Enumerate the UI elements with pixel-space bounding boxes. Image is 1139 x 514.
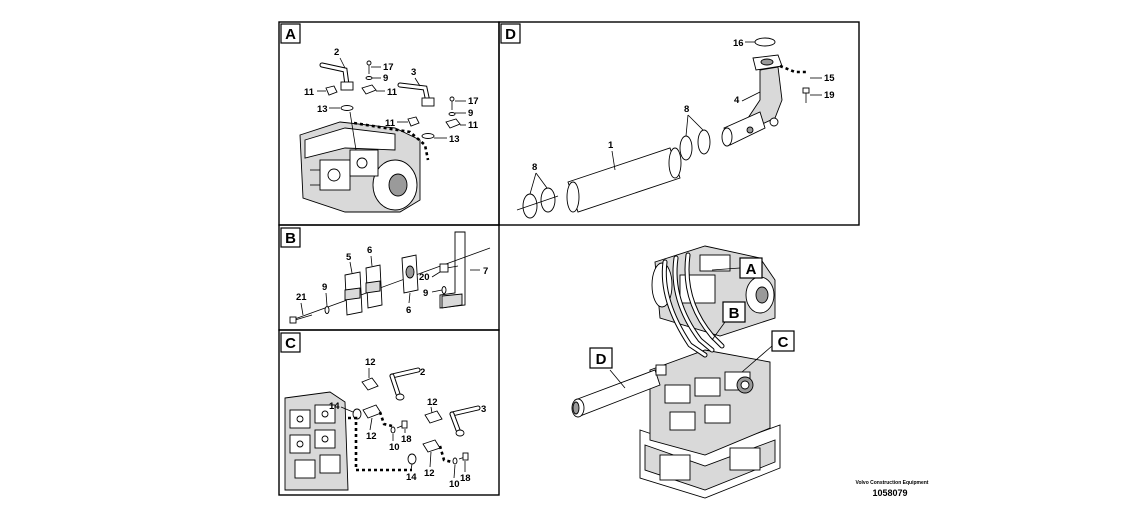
panel-b-letter: B (285, 230, 296, 247)
panel-b: B 7 5 6 6 20 9 21 (278, 224, 500, 331)
panel-d: D 16 4 15 19 8 1 (498, 21, 860, 226)
callout: 12 (424, 468, 435, 479)
callout: 12 (427, 397, 438, 408)
panel-c: C 12 2 14 12 (278, 329, 500, 496)
callout: 6 (406, 305, 411, 316)
callout: 9 (423, 288, 428, 299)
callout: 19 (824, 90, 835, 101)
callout: 17 (468, 96, 479, 107)
callout: 18 (460, 473, 471, 484)
callout: 21 (296, 292, 307, 303)
callout: 9 (322, 282, 327, 293)
company-name: Volvo Construction Equipment (856, 480, 929, 486)
callout: 16 (733, 38, 744, 49)
pump-illustration (299, 121, 421, 213)
callout: 12 (365, 357, 376, 368)
callout: 4 (734, 95, 740, 106)
callout: 20 (419, 272, 430, 283)
document-number: 1058079 (872, 488, 907, 498)
callout: 12 (366, 431, 377, 442)
callout: 13 (317, 104, 328, 115)
callout: 11 (387, 87, 398, 98)
callout: 5 (346, 252, 352, 263)
overview-label-c: C (771, 330, 795, 352)
callout: 13 (449, 134, 460, 145)
callout: 17 (383, 62, 394, 73)
callout: 9 (468, 108, 473, 119)
callout: 14 (406, 472, 417, 483)
svg-text:D: D (596, 351, 607, 368)
panel-d-letter: D (505, 26, 516, 43)
callout: 11 (304, 87, 315, 98)
callout: 3 (411, 67, 416, 78)
callout: 14 (329, 401, 340, 412)
callout: 10 (449, 479, 460, 490)
svg-text:C: C (778, 334, 789, 351)
callout: 11 (468, 120, 479, 131)
panel-a: A 2 17 9 11 11 (278, 21, 500, 226)
callout: 18 (401, 434, 412, 445)
callout: 1 (608, 140, 614, 151)
callout: 15 (824, 73, 835, 84)
callout: 3 (481, 404, 486, 415)
callout: 2 (420, 367, 425, 378)
overview-label-a: A (739, 257, 763, 279)
callout: 10 (389, 442, 400, 453)
callout: 8 (684, 104, 689, 115)
panel-c-letter: C (285, 335, 296, 352)
callout: 11 (385, 118, 396, 129)
svg-text:A: A (746, 261, 757, 278)
overview-label-b: B (722, 301, 746, 323)
callout: 8 (532, 162, 537, 173)
control-valve-illustration (284, 391, 349, 491)
callout: 2 (334, 47, 339, 58)
overview-illustration: A B C D (571, 245, 795, 499)
panel-a-letter: A (285, 26, 296, 43)
svg-text:B: B (729, 305, 740, 322)
overview-label-d: D (589, 347, 613, 369)
callout: 6 (367, 245, 372, 256)
callout: 7 (483, 266, 488, 277)
callout: 9 (383, 73, 388, 84)
